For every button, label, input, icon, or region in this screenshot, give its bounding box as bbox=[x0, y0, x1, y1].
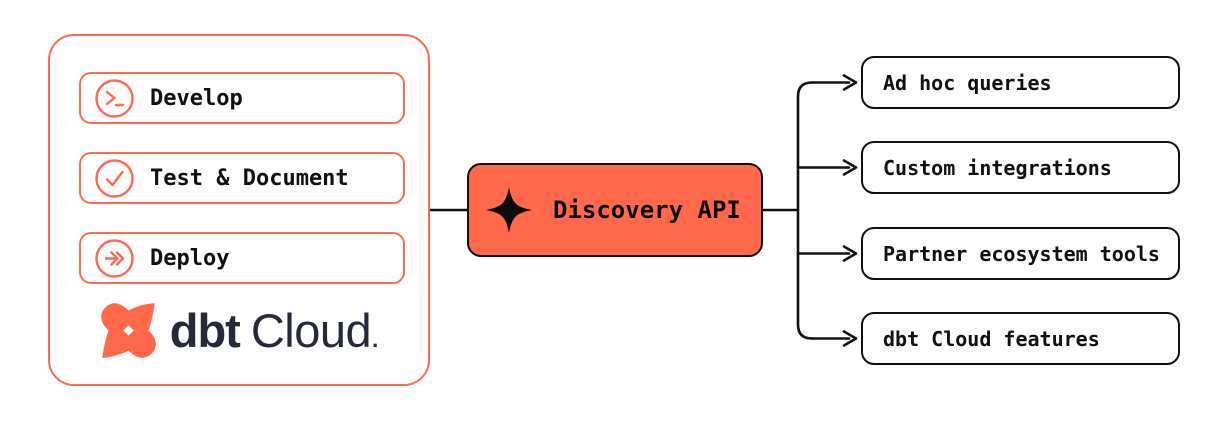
wordmark-cloud: Cloud bbox=[250, 303, 372, 357]
wordmark-trademark-dot: . bbox=[372, 326, 379, 352]
arrowhead-icon bbox=[842, 245, 858, 262]
step-box-deploy: Deploy bbox=[79, 232, 405, 284]
check-circle-icon bbox=[95, 158, 134, 198]
dbt-cloud-wordmark: dbt Cloud . bbox=[170, 303, 379, 358]
wordmark-dbt: dbt bbox=[169, 303, 241, 357]
double-chevron-arrow-icon bbox=[95, 238, 134, 278]
consumer-label: Custom integrations bbox=[883, 155, 1112, 180]
consumer-box-partner-ecosystem-tools: Partner ecosystem tools bbox=[861, 227, 1180, 280]
arrowhead-icon bbox=[842, 74, 858, 91]
step-box-develop: Develop bbox=[79, 72, 405, 124]
step-label: Develop bbox=[150, 85, 243, 111]
consumer-box-dbt-cloud-features: dbt Cloud features bbox=[861, 312, 1180, 365]
discovery-api-label: Discovery API bbox=[553, 196, 741, 224]
sparkle-icon bbox=[486, 187, 532, 233]
dbt-cloud-panel: Develop Test & Document Deploy dbt bbox=[48, 34, 430, 386]
consumer-box-custom-integrations: Custom integrations bbox=[861, 141, 1180, 194]
dbt-pinwheel-logo-icon bbox=[100, 302, 156, 358]
arrowhead-icon bbox=[842, 159, 858, 176]
discovery-api-node: Discovery API bbox=[467, 163, 763, 257]
dbt-cloud-logo: dbt Cloud . bbox=[50, 298, 428, 362]
step-label: Test & Document bbox=[150, 165, 349, 191]
consumer-label: Partner ecosystem tools bbox=[883, 241, 1160, 266]
step-label: Deploy bbox=[150, 245, 230, 271]
consumer-label: Ad hoc queries bbox=[883, 70, 1052, 95]
connector-trunk bbox=[796, 81, 851, 340]
step-box-test-document: Test & Document bbox=[79, 152, 405, 204]
consumer-box-ad-hoc-queries: Ad hoc queries bbox=[861, 56, 1180, 109]
consumer-label: dbt Cloud features bbox=[883, 326, 1100, 351]
terminal-prompt-icon bbox=[95, 78, 134, 118]
arrowhead-icon bbox=[842, 330, 858, 347]
